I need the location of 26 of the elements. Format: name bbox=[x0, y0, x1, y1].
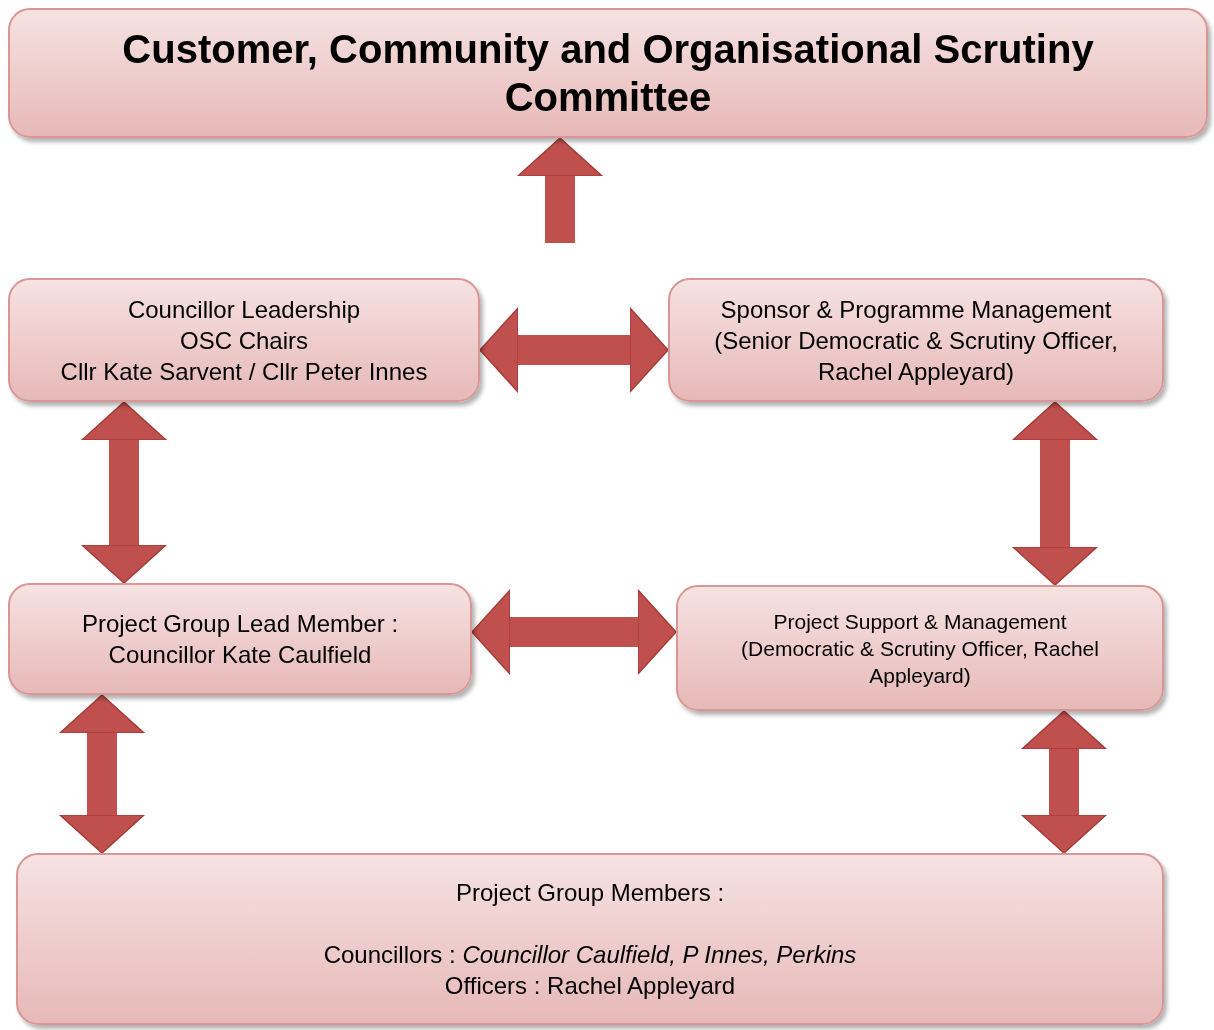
box-text: Project Group Lead Member : bbox=[81, 609, 399, 639]
rounded-box bbox=[8, 583, 472, 695]
box-text: Councillor Kate Caulfield bbox=[108, 640, 372, 670]
block-arrow bbox=[1012, 401, 1098, 586]
box-text: Project Support & Management bbox=[773, 608, 1067, 635]
title-text: Customer, Community and Organisational Scrutiny Committee bbox=[121, 26, 1095, 121]
rounded-box bbox=[8, 278, 480, 402]
box-text: Councillor Leadership bbox=[127, 294, 361, 325]
box-text: Project Group Members : bbox=[455, 878, 725, 908]
block-arrow bbox=[59, 694, 145, 854]
box-text: Councillors : Councillor Caulfield, P Innes, Perkins bbox=[323, 940, 857, 970]
rounded-box bbox=[8, 8, 1208, 138]
box-text: OSC Chairs bbox=[180, 325, 308, 356]
box-text: Officers : Rachel Appleyard bbox=[444, 971, 736, 1001]
box-text: Cllr Kate Sarvent / Cllr Peter Innes bbox=[60, 356, 428, 387]
rounded-box bbox=[676, 585, 1164, 711]
rounded-box bbox=[16, 853, 1164, 1025]
block-arrow bbox=[517, 137, 603, 243]
box-text: Sponsor & Programme Management bbox=[720, 294, 1112, 325]
block-arrow bbox=[1021, 710, 1107, 854]
rounded-box bbox=[668, 278, 1164, 402]
block-arrow bbox=[81, 401, 167, 584]
box-text: (Senior Democratic & Scrutiny Officer, Rachel Appleyard) bbox=[713, 325, 1119, 387]
box-text: (Democratic & Scrutiny Officer, Rachel Appleyard) bbox=[740, 635, 1100, 689]
block-arrow bbox=[471, 589, 677, 675]
block-arrow bbox=[479, 307, 669, 393]
